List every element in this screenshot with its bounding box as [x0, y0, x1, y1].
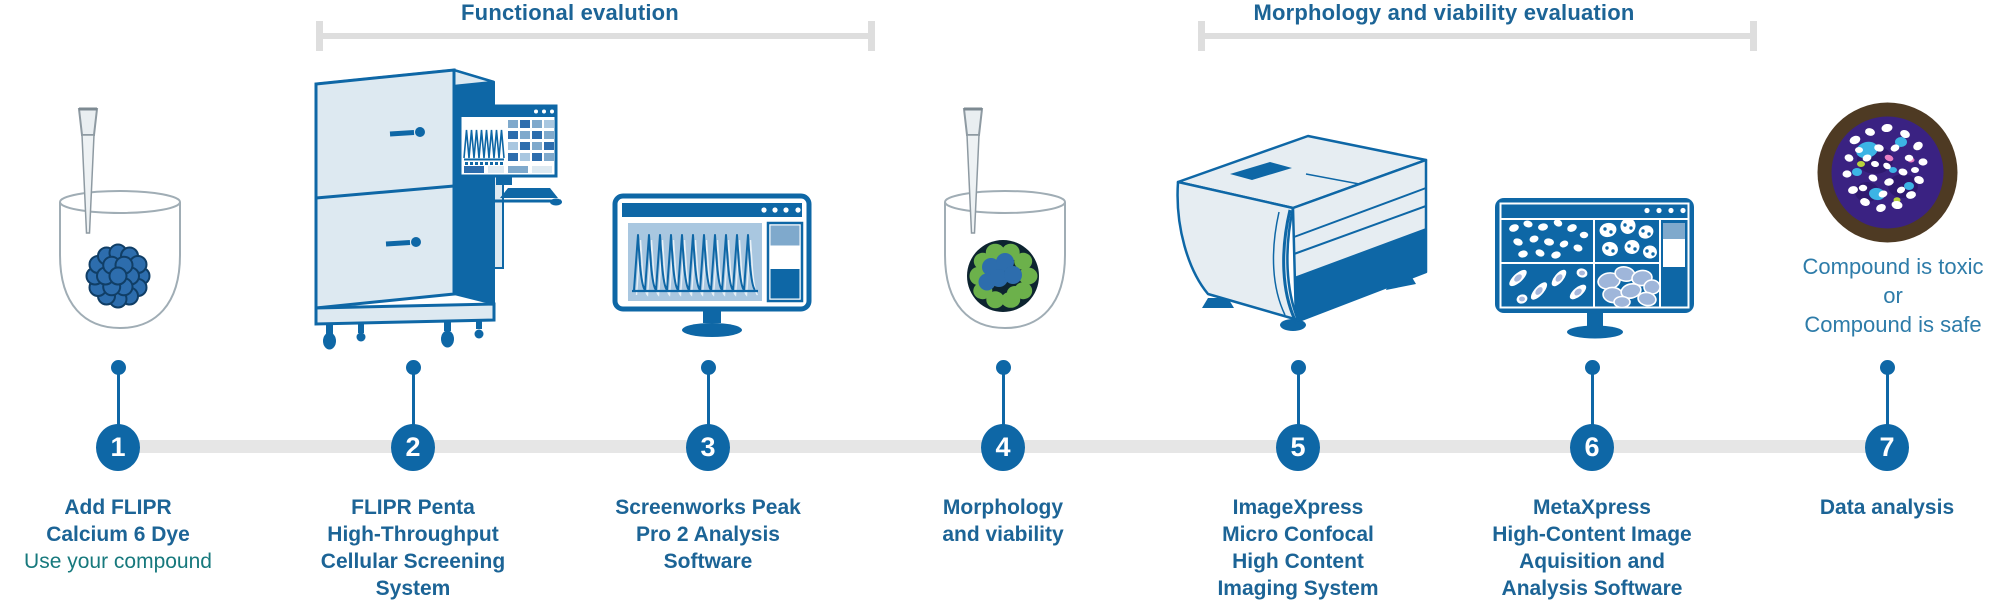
result-line: Compound is toxic	[1802, 254, 1984, 279]
step-7-label: Data analysis	[1737, 494, 2000, 521]
step-number: 5	[1290, 432, 1306, 462]
step-number-badge: 4	[981, 424, 1025, 471]
blue-spheroid	[85, 243, 151, 309]
bracket-tick-icon	[868, 21, 875, 51]
step-number-badge: 6	[1570, 424, 1614, 471]
timeline-stem	[1590, 373, 1594, 427]
label-line: Micro Confocal	[1222, 523, 1374, 546]
label-line: and viability	[942, 523, 1064, 546]
label-line: System	[375, 577, 451, 600]
timeline-dot-icon	[700, 360, 716, 375]
spindle-cells-panel	[1509, 268, 1588, 304]
step-3-label: Screenworks Peak Pro 2 Analysis Software	[558, 494, 858, 575]
timeline-dot-icon	[1879, 360, 1895, 375]
label-line: MetaXpress	[1533, 496, 1651, 519]
section-bracket-morphology	[1198, 21, 1757, 51]
timeline-dot-icon	[405, 360, 421, 375]
step-number-badge: 2	[391, 424, 435, 471]
step-number: 7	[1879, 432, 1895, 462]
label-line: FLIPR Penta	[351, 496, 475, 519]
label-line: Morphology	[942, 496, 1064, 519]
label-line: Imaging System	[1217, 577, 1379, 600]
step-6-label: MetaXpress High-Content Image Aquisition…	[1442, 494, 1742, 602]
step-number: 1	[110, 432, 126, 462]
step-5-label: ImageXpress Micro Confocal High Content …	[1148, 494, 1448, 602]
label-line: High-Throughput	[327, 523, 499, 546]
timeline-stem	[706, 373, 710, 427]
timeline-stem	[1885, 373, 1889, 427]
step-number: 6	[1584, 432, 1600, 462]
step-2-label: FLIPR Penta High-Throughput Cellular Scr…	[263, 494, 563, 602]
confluent-cells-panel	[1597, 266, 1661, 309]
section-title-functional: Functional evalution	[461, 0, 679, 25]
result-text: Compound is toxic or Compound is safe	[1743, 252, 2000, 339]
label-line: Aquisition and	[1519, 550, 1665, 573]
step-number-badge: 5	[1276, 424, 1320, 471]
label-line: Data analysis	[1819, 496, 1955, 519]
label-line: Calcium 6 Dye	[46, 523, 190, 546]
pipette-well-icon	[59, 107, 181, 330]
stained-spheroid	[967, 240, 1039, 312]
round-cells-panel	[1509, 219, 1589, 259]
bracket-tick-icon	[1750, 21, 1757, 51]
timeline-stem	[1296, 373, 1300, 427]
step-number: 2	[405, 432, 421, 462]
section-bracket-functional	[316, 21, 875, 51]
nucleated-cells-panel	[1599, 218, 1657, 259]
section-title-morphology: Morphology and viability evaluation	[1253, 0, 1635, 25]
label-line: Software	[663, 550, 753, 573]
label-line: High-Content Image	[1492, 523, 1692, 546]
step-1-label: Add FLIPR Calcium 6 Dye Use your compoun…	[0, 494, 268, 575]
label-line: Cellular Screening	[320, 550, 506, 573]
label-line: Pro 2 Analysis	[636, 523, 780, 546]
step-number-badge: 3	[686, 424, 730, 471]
step-number-badge: 1	[96, 424, 140, 471]
timeline-dot-icon	[995, 360, 1011, 375]
flipr-instrument-icon	[314, 68, 562, 350]
step-number: 3	[700, 432, 716, 462]
timeline-dot-icon	[1584, 360, 1600, 375]
label-line: Screenworks Peak	[615, 496, 801, 519]
step-number-badge: 7	[1865, 424, 1909, 471]
bracket-tick-icon	[1198, 21, 1205, 51]
result-line: Compound is safe	[1804, 312, 1982, 337]
pipette-well-viability-icon	[944, 107, 1066, 330]
result-line: or	[1883, 283, 1903, 308]
label-line: Analysis Software	[1501, 577, 1683, 600]
timeline-stem	[411, 373, 415, 427]
timeline-stem	[116, 373, 120, 427]
bracket-tick-icon	[316, 21, 323, 51]
label-line: Add FLIPR	[64, 496, 172, 519]
analysis-monitor-icon	[612, 193, 812, 337]
label-line: ImageXpress	[1232, 496, 1364, 519]
timeline-dot-icon	[110, 360, 126, 375]
label-line: High Content	[1232, 550, 1364, 573]
step-number: 4	[995, 432, 1011, 462]
timeline-stem	[1001, 373, 1005, 427]
step-4-label: Morphology and viability	[853, 494, 1153, 548]
microscopy-well-icon	[1817, 102, 1958, 243]
imagexpress-instrument-icon	[1176, 134, 1428, 331]
timeline-dot-icon	[1290, 360, 1306, 375]
label-subline: Use your compound	[24, 550, 212, 573]
cell-imaging-monitor-icon	[1495, 198, 1694, 339]
